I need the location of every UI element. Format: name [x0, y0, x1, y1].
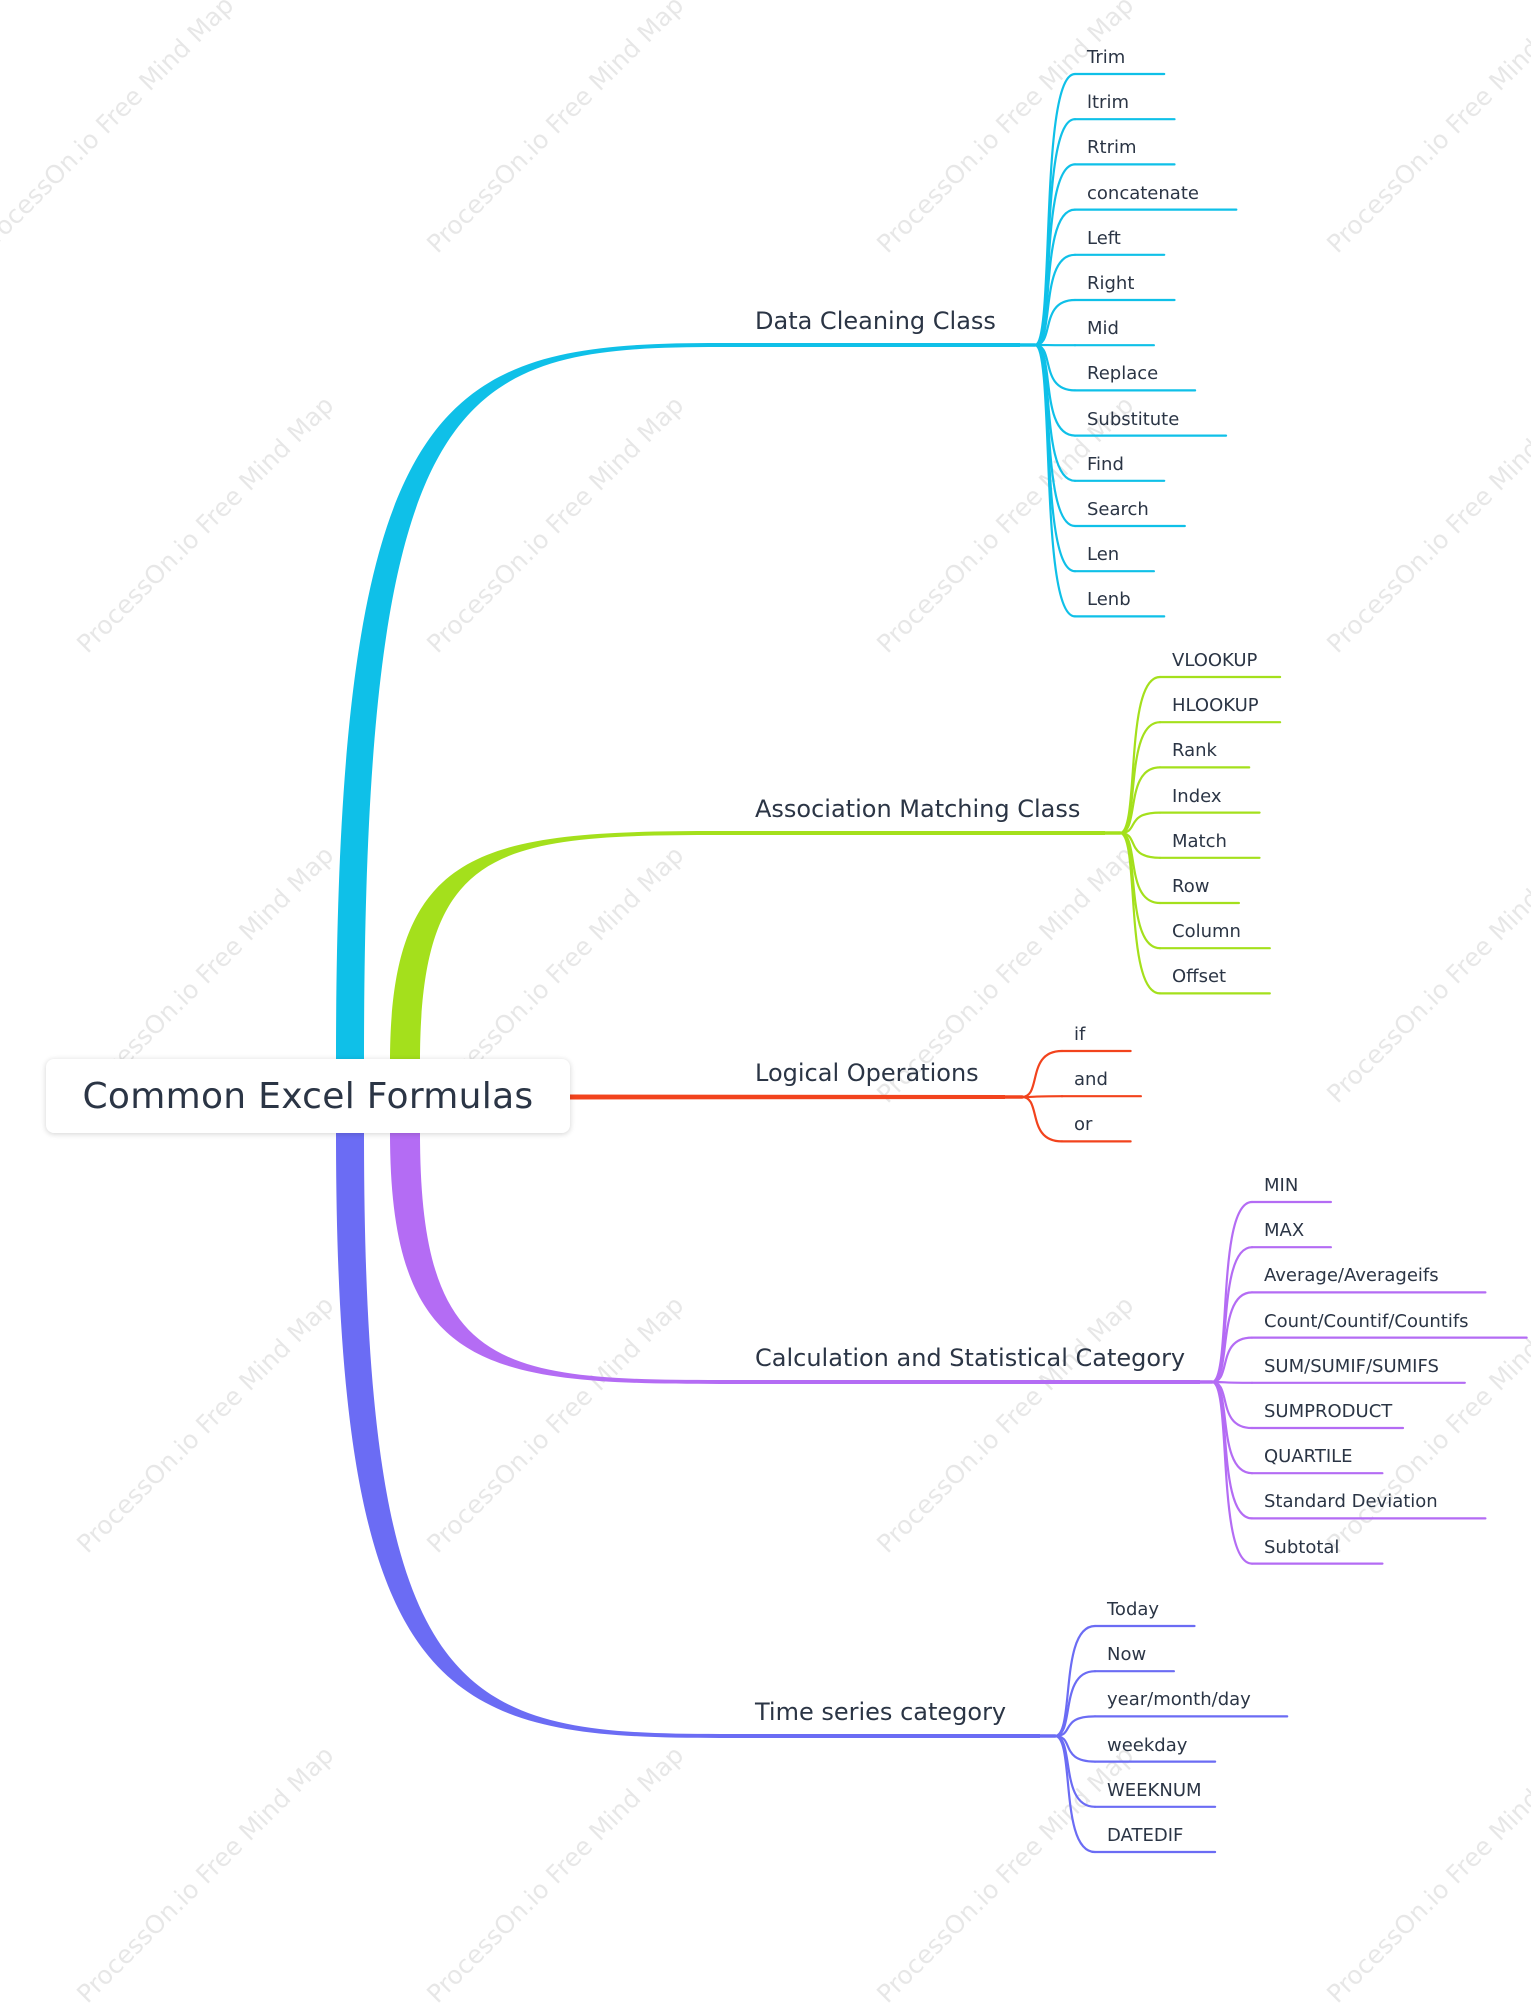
leaf-connector-5-2 — [1055, 1671, 1095, 1736]
mind-map-canvas — [0, 0, 1531, 1905]
leaf-label-4-5[interactable]: SUM/SUMIF/SUMIFS — [1264, 1356, 1439, 1377]
leaf-label-1-6[interactable]: Right — [1087, 273, 1134, 294]
leaf-label-1-5[interactable]: Left — [1087, 228, 1121, 249]
leaf-label-4-8[interactable]: Standard Deviation — [1264, 1491, 1438, 1512]
leaf-connector-3-2 — [1022, 1096, 1062, 1097]
leaf-label-1-12[interactable]: Len — [1087, 544, 1119, 565]
leaf-label-4-9[interactable]: Subtotal — [1264, 1537, 1339, 1558]
leaf-label-2-1[interactable]: VLOOKUP — [1172, 650, 1257, 671]
leaf-label-2-4[interactable]: Index — [1172, 786, 1222, 807]
leaf-label-4-3[interactable]: Average/Averageifs — [1264, 1265, 1439, 1286]
leaf-label-1-8[interactable]: Replace — [1087, 363, 1158, 384]
leaf-connector-5-5 — [1055, 1736, 1095, 1807]
leaf-label-2-2[interactable]: HLOOKUP — [1172, 695, 1259, 716]
leaf-label-2-3[interactable]: Rank — [1172, 740, 1217, 761]
leaf-connector-3-1 — [1022, 1051, 1062, 1097]
branch-label-2[interactable]: Association Matching Class — [755, 795, 1080, 823]
leaf-connector-4-2 — [1212, 1247, 1252, 1382]
leaf-connector-4-8 — [1212, 1382, 1252, 1518]
leaf-label-1-13[interactable]: Lenb — [1087, 589, 1131, 610]
branch-connector-5 — [336, 1133, 1040, 1738]
leaf-label-3-2[interactable]: and — [1074, 1069, 1108, 1090]
leaf-connector-1-13 — [1035, 345, 1075, 616]
branch-connector-3 — [570, 1095, 1005, 1100]
leaf-label-1-9[interactable]: Substitute — [1087, 409, 1179, 430]
root-node-label: Common Excel Formulas — [82, 1076, 533, 1117]
leaf-label-1-4[interactable]: concatenate — [1087, 183, 1199, 204]
leaf-label-1-2[interactable]: ltrim — [1087, 92, 1129, 113]
leaf-connector-1-4 — [1035, 210, 1075, 345]
leaf-label-4-2[interactable]: MAX — [1264, 1220, 1304, 1241]
branch-connector-2 — [390, 831, 1105, 1062]
branch-label-1[interactable]: Data Cleaning Class — [755, 307, 996, 335]
leaf-label-4-6[interactable]: SUMPRODUCT — [1264, 1401, 1392, 1422]
leaf-label-3-1[interactable]: if — [1074, 1024, 1085, 1045]
leaf-label-2-7[interactable]: Column — [1172, 921, 1241, 942]
leaf-label-1-7[interactable]: Mid — [1087, 318, 1119, 339]
leaf-connector-2-1 — [1120, 677, 1160, 833]
leaf-label-1-1[interactable]: Trim — [1087, 47, 1125, 68]
leaf-label-5-2[interactable]: Now — [1107, 1644, 1146, 1665]
leaf-label-4-1[interactable]: MIN — [1264, 1175, 1298, 1196]
branch-connector-1 — [336, 343, 1020, 1060]
leaf-label-2-6[interactable]: Row — [1172, 876, 1209, 897]
leaf-label-4-4[interactable]: Count/Countif/Countifs — [1264, 1311, 1469, 1332]
leaf-connector-3-3 — [1022, 1097, 1062, 1141]
leaf-label-4-7[interactable]: QUARTILE — [1264, 1446, 1353, 1467]
leaf-label-1-10[interactable]: Find — [1087, 454, 1124, 475]
leaf-label-2-8[interactable]: Offset — [1172, 966, 1226, 987]
leaf-label-2-5[interactable]: Match — [1172, 831, 1227, 852]
leaf-connector-1-1 — [1035, 74, 1075, 345]
root-node[interactable]: Common Excel Formulas — [46, 1059, 570, 1133]
branch-label-3[interactable]: Logical Operations — [755, 1059, 979, 1087]
leaf-label-5-3[interactable]: year/month/day — [1107, 1689, 1251, 1710]
branch-label-5[interactable]: Time series category — [755, 1698, 1006, 1726]
branch-label-4[interactable]: Calculation and Statistical Category — [755, 1344, 1185, 1372]
leaf-connector-1-10 — [1035, 345, 1075, 481]
leaf-label-3-3[interactable]: or — [1074, 1114, 1092, 1135]
leaf-label-1-3[interactable]: Rtrim — [1087, 137, 1137, 158]
leaf-label-5-6[interactable]: DATEDIF — [1107, 1825, 1183, 1846]
leaf-label-5-4[interactable]: weekday — [1107, 1735, 1187, 1756]
leaf-connector-4-1 — [1212, 1202, 1252, 1382]
leaf-label-5-1[interactable]: Today — [1107, 1599, 1159, 1620]
leaf-label-5-5[interactable]: WEEKNUM — [1107, 1780, 1202, 1801]
leaf-label-1-11[interactable]: Search — [1087, 499, 1149, 520]
